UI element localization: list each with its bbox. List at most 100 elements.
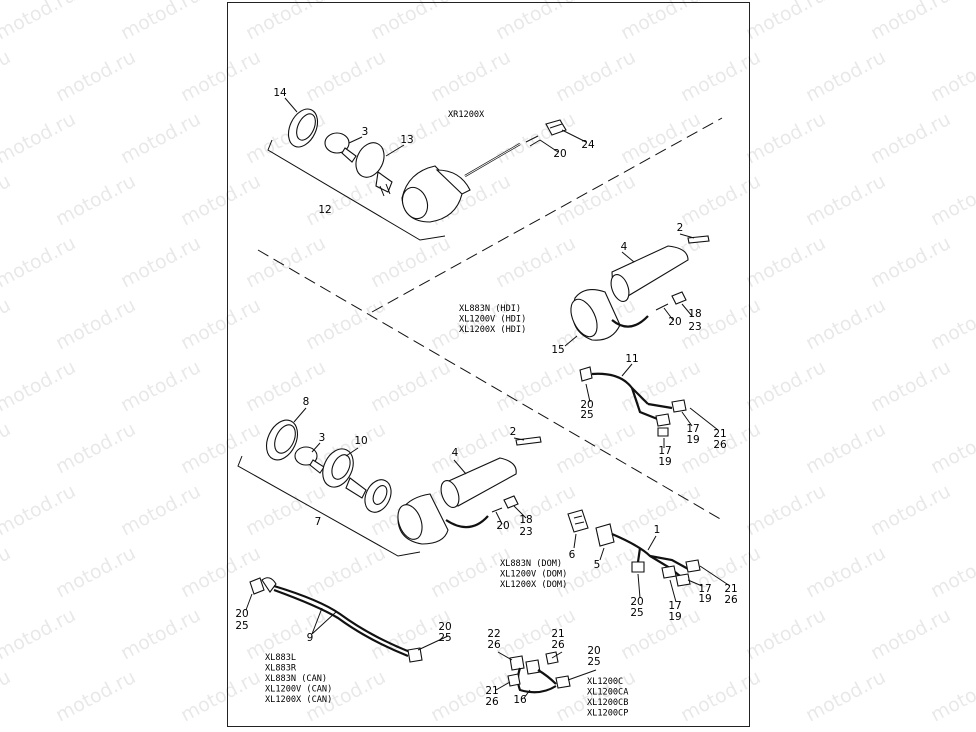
callout-17a: 17 [686,423,699,435]
reflector-ring [364,479,392,513]
model-caption-can: XL1200V (CAN) [265,685,332,695]
hdi-group [570,235,710,437]
model-caption-xl1200c: XL1200CA [587,688,629,698]
callout-25c: 25 [235,620,248,632]
relay-6 [567,509,589,533]
callout-18a: 18 [688,308,701,320]
module-5 [595,523,615,547]
callout-19a: 19 [686,434,699,446]
model-caption-xl1200c: XL1200CB [587,698,628,708]
mount-4-hdi [610,245,689,302]
callout-1: 1 [654,524,661,536]
model-caption-can: XL883N (CAN) [265,674,327,684]
model-caption-xl1200c: XL1200CP [587,709,628,719]
model-caption-hdi: XL1200V (HDI) [459,315,526,325]
callout-4a: 4 [621,241,628,253]
callout-20b: 20 [668,316,681,328]
lens-8 [265,419,299,461]
connector-24 [545,119,567,136]
callout-4b: 4 [452,447,459,459]
model-caption-dom: XL1200V (DOM) [500,570,567,580]
callout-24: 24 [581,139,595,151]
callout-23b: 23 [519,526,532,538]
callout-7: 7 [315,516,322,528]
model-caption-dom: XL883N (DOM) [500,559,562,569]
callout-18b: 18 [519,514,532,526]
connector-18-hdi [671,291,687,305]
harness-11 [579,366,687,437]
callout-9: 9 [307,632,314,644]
bulb-3-lower [294,446,325,474]
callout-12: 12 [318,204,331,216]
lens-ring-14 [287,108,319,148]
c-harness-16 [507,651,571,694]
callout-26d: 26 [551,639,565,651]
callout-19c: 19 [698,593,711,605]
callout-8: 8 [303,396,310,408]
model-caption-dom: XL1200X (DOM) [500,580,567,590]
bulb-3-top [324,132,357,163]
leader-lines [245,97,731,699]
callout-22: 22 [487,628,500,640]
bullet-housing-top [401,165,471,223]
callout-19d: 19 [668,611,681,623]
model-caption-can: XL1200X (CAN) [265,695,332,705]
callout-21b: 21 [724,583,737,595]
callout-2b: 2 [510,426,517,438]
bullet-housing-lower [397,493,449,545]
callout-25a: 25 [580,409,593,421]
callout-25b: 25 [630,607,643,619]
callout-19b: 19 [658,456,671,468]
callout-20c: 20 [580,399,593,411]
callout-26c: 26 [487,639,501,651]
callout-20h: 20 [587,645,600,657]
callout-5: 5 [594,559,601,571]
model-caption-can: XL883R [265,664,297,674]
callout-17b: 17 [658,445,671,457]
callout-13: 13 [400,134,413,146]
callout-20a: 20 [553,148,566,160]
mount-4-lower [440,457,517,508]
callout-20g: 20 [438,621,451,633]
can-harness-9 [249,577,423,663]
model-caption-can: XL883L [265,653,296,663]
callout-11: 11 [625,353,638,365]
lower-lamp-group [237,419,542,557]
callout-3b: 3 [319,432,326,444]
callout-17d: 17 [668,600,681,612]
socket-13 [355,142,393,197]
callout-20d: 20 [496,520,509,532]
lens-housing-15 [570,289,621,341]
model-caption-hdi: XL883N (HDI) [459,304,521,314]
callout-20f: 20 [235,608,248,620]
callout-14: 14 [273,87,287,99]
callout-2a: 2 [677,222,684,234]
callout-16: 16 [513,694,527,706]
model-caption-xr1200x: XR1200X [448,110,485,120]
callout-20e: 20 [630,596,643,608]
section-dividers [257,117,723,521]
connector-18-lower [503,495,519,509]
callout-3a: 3 [362,126,369,138]
dom-group [567,509,701,587]
xr1200x-group [267,108,567,241]
callout-25d: 25 [438,632,451,644]
model-caption-hdi: XL1200X (HDI) [459,325,526,335]
callout-21c: 21 [551,628,564,640]
callout-10: 10 [354,435,367,447]
harness-1 [611,532,701,587]
callout-21a: 21 [713,428,726,440]
callout-15: 15 [551,344,564,356]
callout-23a: 23 [688,321,701,333]
callout-26b: 26 [724,594,738,606]
callout-6: 6 [569,549,576,561]
callout-21d: 21 [485,685,498,697]
callout-26e: 26 [485,696,499,708]
socket-10 [322,448,367,499]
callout-26a: 26 [713,439,727,451]
callout-25e: 25 [587,656,600,668]
callout-17c: 17 [698,583,711,595]
